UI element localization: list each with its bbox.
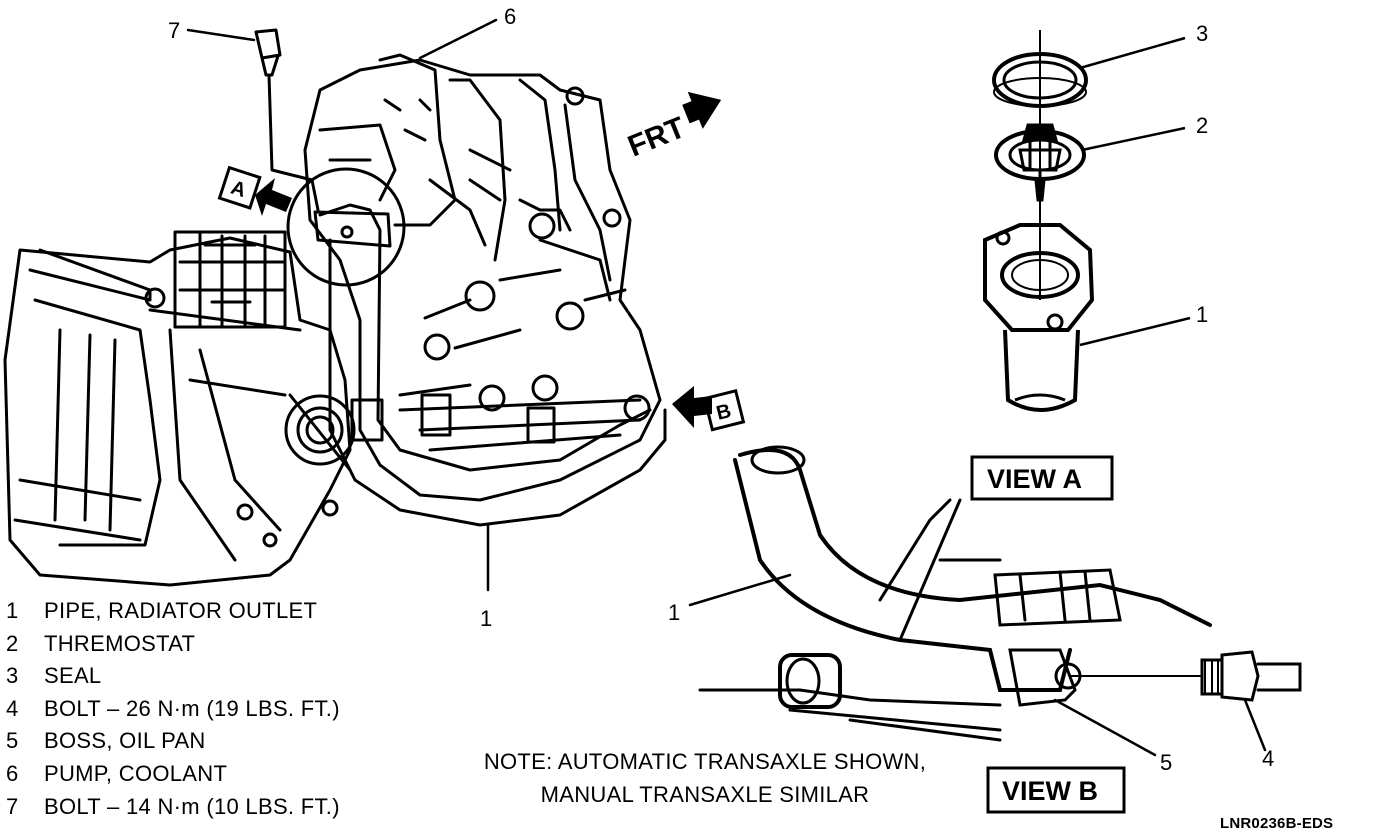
front-label: FRT (623, 111, 689, 163)
view-a-label: VIEW A (987, 464, 1082, 494)
legend-item: 6 PUMP, COOLANT (6, 761, 476, 794)
legend-item-number: 5 (6, 728, 19, 754)
legend-item: 1 PIPE, RADIATOR OUTLET (6, 598, 476, 631)
tag-b-letter: B (714, 400, 733, 425)
view-a-illustration (983, 30, 1191, 412)
callout-6: 6 (504, 4, 516, 29)
legend-item: 2 THREMOSTAT (6, 631, 476, 664)
legend-item-number: 6 (6, 760, 19, 786)
view-b-illustration (688, 445, 1302, 757)
view-b-label-box: VIEW B (986, 766, 1126, 814)
legend-item: 3 SEAL (6, 663, 476, 696)
legend-item-text: BOLT – 26 N·m (19 LBS. FT.) (44, 695, 340, 721)
transaxle-note: NOTE: AUTOMATIC TRANSAXLE SHOWN, MANUAL … (470, 745, 940, 811)
legend-item-number: 2 (6, 630, 19, 656)
figure-code: LNR0236B-EDS (1220, 815, 1334, 832)
front-direction-arrow: FRT (623, 91, 722, 164)
legend-item-number: 3 (6, 663, 19, 689)
callout-numbers: 7 6 1 3 2 1 1 5 4 (168, 4, 1274, 775)
view-a-reference: A (217, 165, 292, 216)
legend-item-text: THREMOSTAT (44, 630, 196, 656)
legend-item-number: 7 (6, 793, 19, 819)
callout-3: 3 (1196, 21, 1208, 46)
view-a-label-box: VIEW A (970, 455, 1114, 501)
legend-item: 7 BOLT – 14 N·m (10 LBS. FT.) (6, 794, 476, 827)
view-a-arrow (255, 178, 292, 216)
view-b-reference: B (672, 386, 746, 432)
callout-1-view-a: 1 (1196, 302, 1208, 327)
view-b-arrow (672, 386, 712, 428)
callout-5: 5 (1160, 750, 1172, 775)
legend-item: 4 BOLT – 26 N·m (19 LBS. FT.) (6, 696, 476, 729)
callout-1-main: 1 (480, 606, 492, 631)
legend-item-text: PIPE, RADIATOR OUTLET (44, 598, 318, 623)
legend-item-text: BOLT – 14 N·m (10 LBS. FT.) (44, 793, 340, 819)
legend-item-text: BOSS, OIL PAN (44, 728, 206, 754)
legend-item-number: 1 (6, 598, 19, 623)
legend-item-text: PUMP, COOLANT (44, 760, 228, 786)
legend-item-text: SEAL (44, 663, 102, 689)
engine-illustration (3, 18, 667, 592)
callout-4: 4 (1262, 746, 1274, 771)
callout-1-view-b: 1 (668, 600, 680, 625)
view-b-label: VIEW B (1002, 776, 1098, 806)
note-line-2: MANUAL TRANSAXLE SIMILAR (540, 782, 870, 807)
callout-7: 7 (168, 18, 180, 43)
legend-item-number: 4 (6, 695, 19, 721)
note-line-1: NOTE: AUTOMATIC TRANSAXLE SHOWN, (483, 749, 927, 774)
callout-2: 2 (1196, 113, 1208, 138)
legend-item: 5 BOSS, OIL PAN (6, 728, 476, 761)
tag-a-letter: A (228, 177, 249, 202)
